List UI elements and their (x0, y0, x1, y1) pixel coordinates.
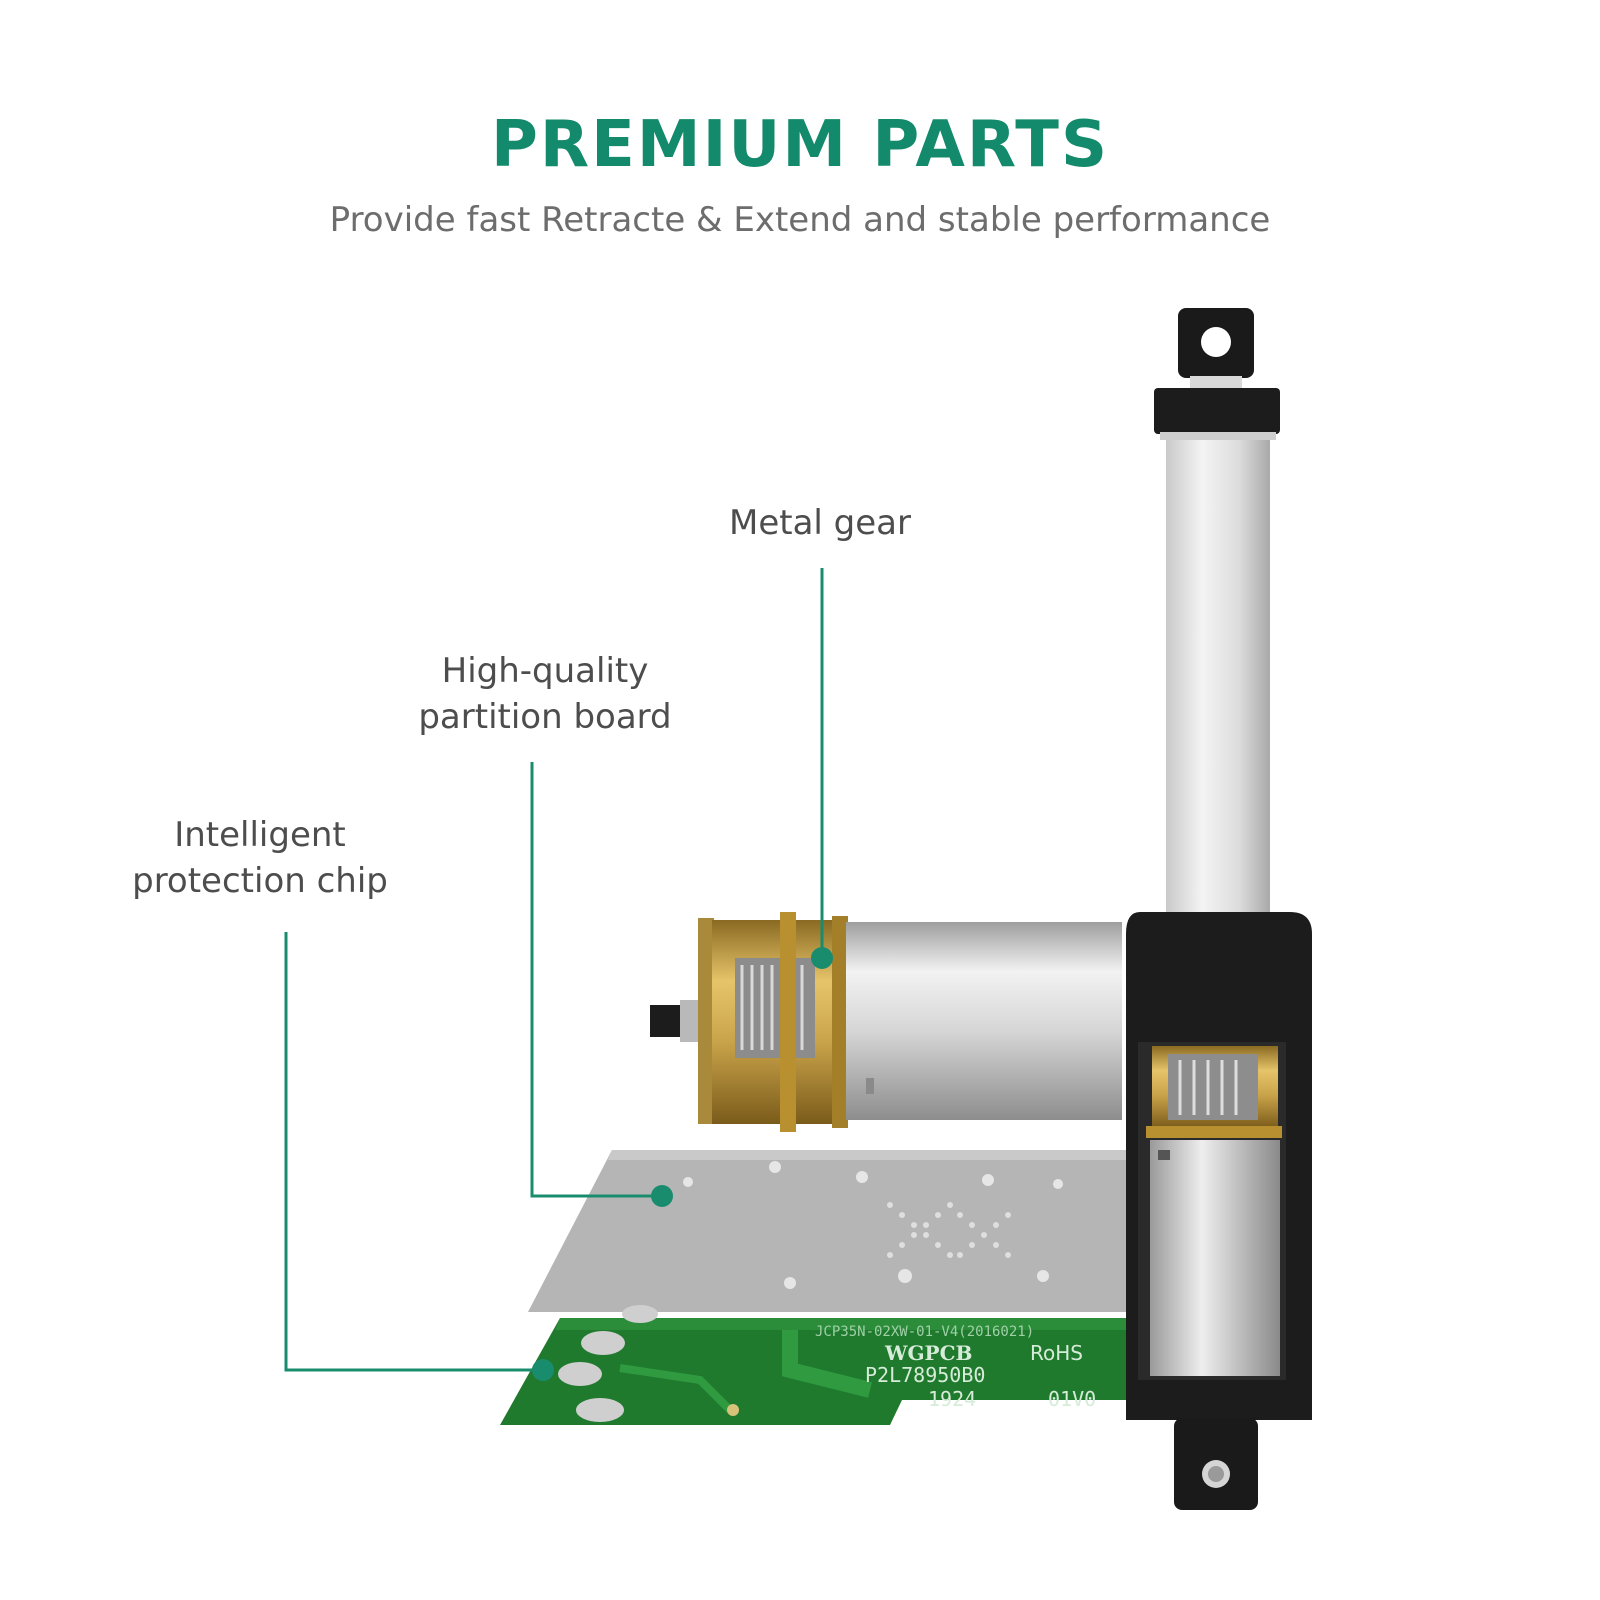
callout-protection-chip-line-2: protection chip (132, 861, 388, 901)
pcb-marking-line1: JCP35N-02XW-01-V4(2016021) (815, 1324, 1034, 1340)
internal-motor (1150, 1140, 1280, 1376)
callout-metal-gear-label: Metal gear (700, 500, 940, 546)
callout-partition-board-line-2: partition board (418, 697, 672, 737)
metal-gear-callout-dot (811, 947, 833, 969)
callout-protection-chip-label: Intelligent protection chip (110, 812, 410, 904)
callout-partition-board-label: High-quality partition board (395, 648, 695, 740)
horizontal-gear-motor (650, 912, 1122, 1132)
callout-lines (284, 568, 824, 1372)
partition-board (528, 1150, 1140, 1312)
pcb-marking-rohs: RoHS (1030, 1341, 1083, 1365)
top-mount-clevis (1154, 308, 1280, 440)
pcb-marking-code: P2L78950B0 (865, 1363, 985, 1387)
page-title: PREMIUM PARTS (490, 108, 1110, 182)
pcb-marking-date: 1924 (928, 1387, 976, 1411)
pcb-marking-mark: 01V0 (1048, 1387, 1096, 1411)
pcb-board: JCP35N-02XW-01-V4(2016021) WGPCB RoHS P2… (500, 1305, 1140, 1425)
protection-chip-callout-dot (532, 1359, 554, 1381)
pcb-solder-pads (558, 1305, 658, 1422)
protection-chip-callout-line (284, 932, 540, 1372)
extension-rod (1166, 440, 1270, 918)
page-subtitle: Provide fast Retracte & Extend and stabl… (329, 200, 1271, 240)
motor-can (846, 922, 1122, 1120)
partition-board-callout-dot (651, 1185, 673, 1207)
callout-partition-board-line-1: High-quality (441, 651, 649, 691)
actuator-housing (1126, 912, 1312, 1420)
bottom-mount-clevis (1174, 1418, 1258, 1510)
partition-board-callout-line (530, 762, 662, 1198)
pcb-marking-brand: WGPCB (884, 1341, 972, 1365)
callout-protection-chip-line-1: Intelligent (174, 815, 346, 855)
callout-metal-gear-line-1: Metal gear (729, 503, 911, 543)
